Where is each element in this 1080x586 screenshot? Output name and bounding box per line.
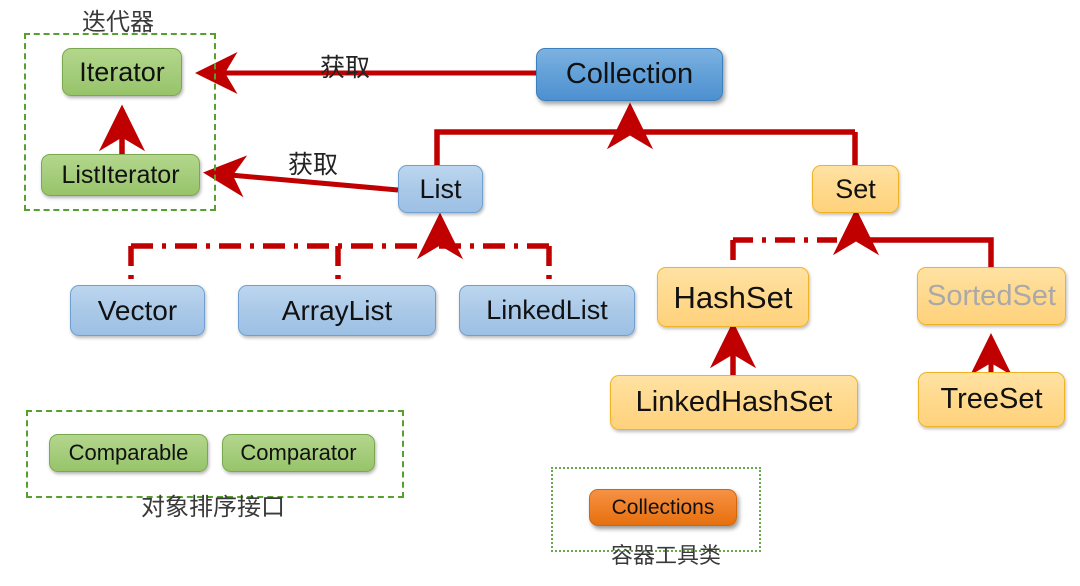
node-treeset[interactable]: TreeSet	[918, 372, 1065, 427]
group-label-collection-utility: 容器工具类	[611, 544, 722, 569]
node-label-vector: Vector	[97, 294, 178, 326]
node-hashset[interactable]: HashSet	[657, 267, 809, 327]
edge-label-collection-iterator: 获取	[320, 53, 371, 82]
edge-list-listiterator	[203, 155, 399, 198]
node-label-arraylist: ArrayList	[281, 294, 393, 326]
node-label-linkedlist: LinkedList	[486, 295, 608, 325]
node-label-treeset: TreeSet	[940, 383, 1043, 415]
node-label-collections: Collections	[611, 496, 715, 519]
node-linkedhashset[interactable]: LinkedHashSet	[610, 375, 858, 430]
node-label-comparable: Comparable	[68, 440, 189, 465]
node-label-set: Set	[835, 173, 876, 204]
node-list[interactable]: List	[398, 165, 483, 213]
group-label-object-ordering: 对象排序接口	[141, 493, 285, 521]
node-label-list: List	[419, 173, 462, 204]
group-iterator	[24, 33, 216, 211]
node-iterator[interactable]: Iterator	[62, 48, 182, 96]
node-vector[interactable]: Vector	[70, 285, 205, 336]
edge-label-list-listiterator: 获取	[288, 150, 339, 179]
node-arraylist[interactable]: ArrayList	[238, 285, 436, 336]
node-set[interactable]: Set	[812, 165, 899, 213]
node-label-iterator: Iterator	[79, 56, 165, 87]
node-label-comparator: Comparator	[240, 440, 357, 465]
node-label-listiterator: ListIterator	[61, 160, 180, 189]
node-comparator[interactable]: Comparator	[222, 434, 375, 472]
node-comparable[interactable]: Comparable	[49, 434, 208, 472]
edge-sortedset-set	[858, 237, 994, 268]
node-sortedset[interactable]: SortedSet	[917, 267, 1066, 325]
group-label-iterator: 迭代器	[82, 8, 154, 36]
node-listiterator[interactable]: ListIterator	[41, 154, 200, 196]
edge-list-collection	[434, 129, 855, 165]
node-label-sortedset: SortedSet	[927, 279, 1056, 312]
node-linkedlist[interactable]: LinkedList	[459, 285, 635, 336]
node-label-collection: Collection	[565, 58, 694, 90]
node-label-linkedhashset: LinkedHashSet	[635, 386, 833, 418]
group-object-ordering	[26, 410, 404, 498]
group-collection-utility	[551, 467, 761, 552]
node-collection[interactable]: Collection	[536, 48, 723, 101]
node-collections[interactable]: Collections	[589, 489, 737, 526]
node-label-hashset: HashSet	[673, 279, 793, 315]
